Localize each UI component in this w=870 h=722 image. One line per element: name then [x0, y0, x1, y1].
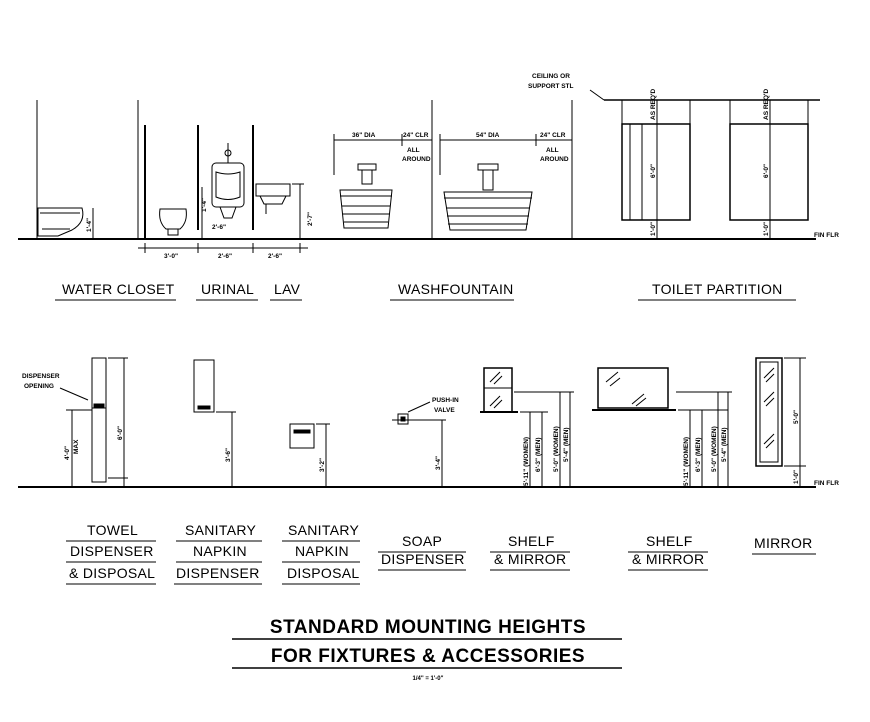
shelf2-dim-4: 5'-4" (MEN) — [721, 427, 728, 462]
partition-top-dim: AS REQ'D — [650, 89, 657, 120]
napkin-dispenser-icon — [193, 359, 215, 413]
upper-labels: WATER CLOSET URINAL LAV WASHFOUNTAIN TOI… — [55, 281, 796, 301]
shelf1-dim-2: 6'-3" (MEN) — [535, 437, 542, 472]
mirror-icon — [755, 357, 783, 467]
towel-total-dim: 6'-0" — [117, 426, 124, 440]
label-towel-2: DISPENSER — [70, 543, 154, 559]
lower-labels: TOWEL DISPENSER & DISPOSAL SANITARY NAPK… — [66, 522, 816, 585]
shelf2-dim-3: 5'-0" (WOMEN) — [711, 426, 718, 472]
wf-all2: ALL — [546, 147, 559, 154]
shelf-mirror-1-icon — [480, 367, 518, 413]
towel-max-dim: 4'-0" — [64, 446, 71, 460]
label-urinal: URINAL — [201, 281, 254, 297]
partition-left-icon — [621, 100, 691, 221]
label-mirror: MIRROR — [754, 535, 813, 551]
shelf2-dim-2: 6'-3" (MEN) — [695, 437, 702, 472]
pushin-note-1: PUSH-IN — [432, 397, 459, 404]
label-napkin-disp-3: DISPENSER — [176, 565, 260, 581]
lav-icon — [255, 183, 291, 214]
fin-flr-lower: FIN FLR — [814, 480, 839, 487]
label-towel-3: & DISPOSAL — [69, 565, 155, 581]
napkin-dspl-height-dim: 3'-2" — [319, 458, 326, 472]
label-napkin-dspl-3: DISPOSAL — [287, 565, 359, 581]
label-soap-1: SOAP — [402, 533, 442, 549]
wc-width-dim: 3'-0" — [164, 253, 178, 260]
mirror-top-dim: 5'-0" — [793, 410, 800, 424]
shelf1-dim-4: 5'-4" (MEN) — [563, 427, 570, 462]
partition-height-dim-2: 6'-0" — [763, 164, 770, 178]
lower-row: DISPENSER OPENING 4'-0" MAX 6'-0" 3'-6" … — [18, 357, 839, 488]
wf-dia1-dim: 36" DIA — [352, 132, 376, 139]
partition-top-dim-2: AS REQ'D — [763, 89, 770, 120]
towel-max-2: MAX — [73, 439, 80, 454]
wf-dia2-dim: 54" DIA — [476, 132, 500, 139]
label-napkin-disp-2: NAPKIN — [193, 543, 247, 559]
label-shelf2-1: SHELF — [646, 533, 693, 549]
label-toilet-partition: TOILET PARTITION — [652, 281, 783, 297]
drawing-scale: 1/4" = 1'-0" — [413, 676, 444, 682]
urinal-gap-dim: 2'-6" — [212, 224, 226, 231]
label-washfountain: WASHFOUNTAIN — [398, 281, 514, 297]
label-napkin-dspl-2: NAPKIN — [295, 543, 349, 559]
ceiling-note-2: SUPPORT STL — [528, 83, 574, 90]
ceiling-note-1: CEILING OR — [532, 73, 570, 80]
towel-dispenser-icon — [91, 357, 107, 483]
fin-flr-upper: FIN FLR — [814, 232, 839, 239]
urinal-icon — [211, 143, 245, 219]
wf-around1: AROUND — [402, 156, 431, 163]
partition-bottom-dim-2: 1'-0" — [763, 222, 770, 236]
title-line-2: FOR FIXTURES & ACCESSORIES — [271, 646, 585, 667]
shelf1-dim-3: 5'-0" (WOMEN) — [553, 426, 560, 472]
wf-around2: AROUND — [540, 156, 569, 163]
pushin-note-2: VALVE — [434, 407, 455, 414]
washfountain-small-icon — [339, 163, 393, 229]
label-napkin-disp-1: SANITARY — [185, 522, 256, 538]
partition-right-icon — [729, 100, 809, 221]
washfountain-large-icon — [443, 163, 533, 231]
shelf-mirror-2-icon — [592, 367, 676, 411]
urinal-width-dim: 2'-6" — [218, 253, 232, 260]
partition-bottom-dim: 1'-0" — [650, 222, 657, 236]
label-shelf1-2: & MIRROR — [494, 551, 566, 567]
partition-height-dim: 6'-0" — [650, 164, 657, 178]
water-closet-icon — [37, 207, 84, 237]
label-towel-1: TOWEL — [87, 522, 138, 538]
shelf2-dim-1: 5'-11" (WOMEN) — [683, 437, 690, 486]
napkin-disposal-icon — [289, 423, 315, 449]
shelf1-dim-1: 5'-11" (WOMEN) — [523, 437, 530, 486]
lav-width-dim: 2'-6" — [268, 253, 282, 260]
urinal-height-dim: 1'-4" — [201, 198, 208, 212]
label-soap-2: DISPENSER — [381, 551, 465, 567]
wf-all1: ALL — [407, 147, 420, 154]
lav-height-dim: 2'-7" — [307, 212, 314, 226]
upper-row: 1'-4" 1'-4" 2'-7" — [18, 73, 839, 260]
wc-height-dim: 1'-4" — [86, 218, 93, 232]
dispenser-note-2: OPENING — [24, 383, 54, 390]
label-shelf2-2: & MIRROR — [632, 551, 704, 567]
stall-toilet-icon — [159, 208, 187, 236]
wf-clr1-dim: 24" CLR — [403, 132, 429, 139]
wf-clr2-dim: 24" CLR — [540, 132, 566, 139]
title-block: STANDARD MOUNTING HEIGHTS FOR FIXTURES &… — [232, 617, 622, 682]
label-water-closet: WATER CLOSET — [62, 281, 175, 297]
label-shelf1-1: SHELF — [508, 533, 555, 549]
soap-height-dim: 3'-4" — [435, 456, 442, 470]
soap-dispenser-icon — [397, 413, 409, 425]
label-lav: LAV — [274, 281, 301, 297]
label-napkin-dspl-1: SANITARY — [288, 522, 359, 538]
mirror-bottom-dim: 1'-0" — [793, 470, 800, 484]
napkin-disp-height-dim: 3'-6" — [225, 448, 232, 462]
dispenser-note-1: DISPENSER — [22, 373, 60, 380]
title-line-1: STANDARD MOUNTING HEIGHTS — [270, 617, 586, 638]
